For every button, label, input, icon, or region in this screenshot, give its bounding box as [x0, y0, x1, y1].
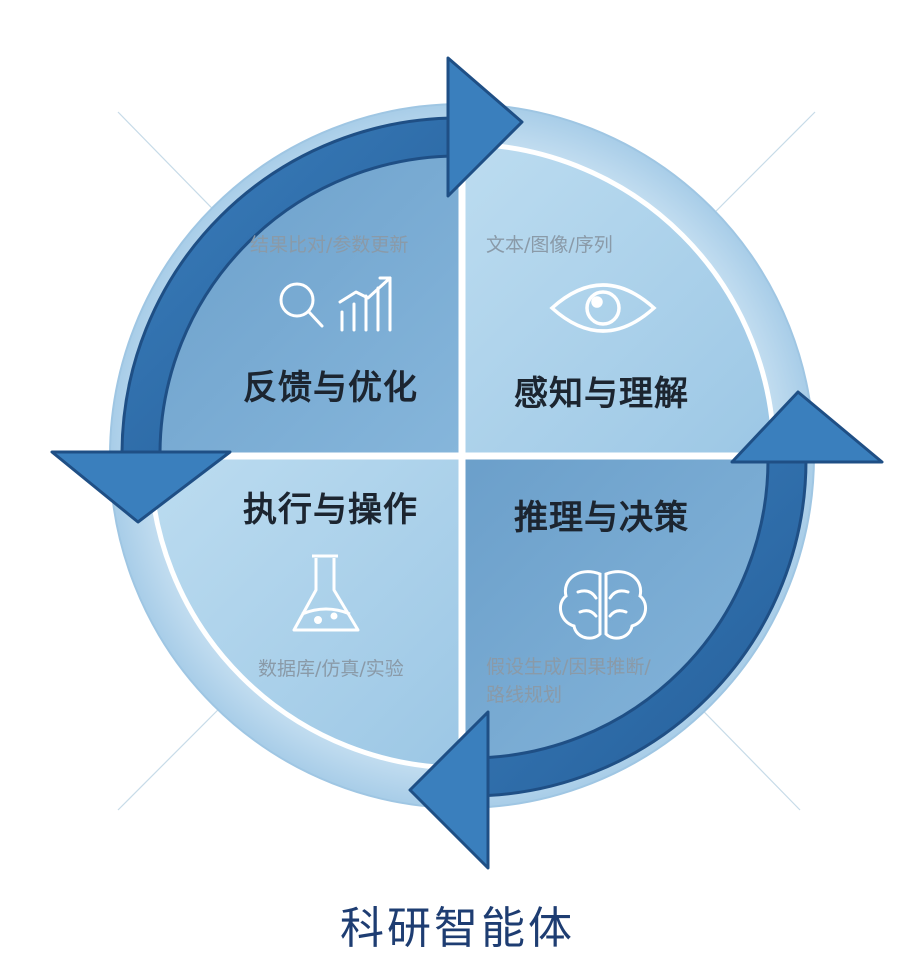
feedback-subtitle: 结果比对/参数更新 [250, 234, 409, 256]
perception-title: 感知与理解 [514, 374, 689, 414]
reasoning-title: 推理与决策 [514, 498, 689, 538]
flask-icon [292, 554, 360, 632]
quadrant-top-left [152, 146, 462, 456]
cycle-arrow-bottom-right [408, 390, 884, 870]
diagram-caption: 科研智能体 [340, 903, 575, 954]
reasoning-subtitle-line1: 假设生成/因果推断/ [486, 656, 651, 678]
cycle-arrow-top-left [50, 56, 524, 524]
search-trend-icon [279, 276, 392, 332]
perception-subtitle: 文本/图像/序列 [486, 234, 613, 256]
eye-icon [549, 283, 657, 333]
feedback-title: 反馈与优化 [243, 368, 418, 408]
execution-subtitle: 数据库/仿真/实验 [258, 658, 404, 680]
execution-title: 执行与操作 [243, 490, 418, 530]
brain-icon [558, 570, 648, 640]
quadrant-dividers [152, 146, 772, 766]
reasoning-subtitle-line2: 路线规划 [486, 684, 563, 706]
